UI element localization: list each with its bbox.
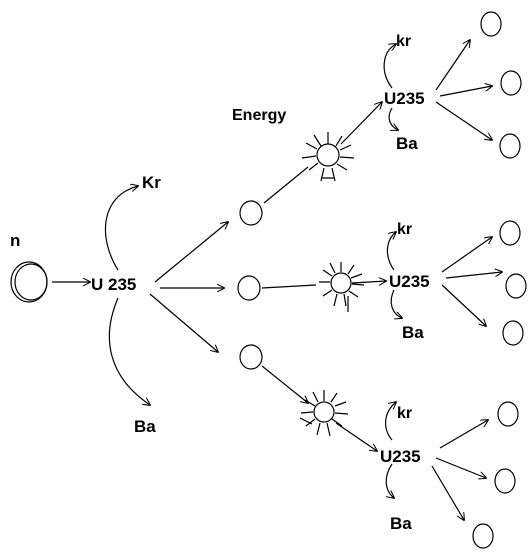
neutron-top-2: [500, 70, 522, 96]
ba-top-label: Ba: [396, 134, 418, 153]
burst-to-u235-bot: [335, 422, 377, 451]
neutron-mid-3: [502, 320, 524, 346]
u235-top-out-2: [439, 86, 492, 97]
u235-mid-out-3: [441, 284, 486, 326]
u235-top-label: U235: [384, 89, 425, 108]
ba-mid-arrow: [390, 289, 402, 318]
neutron-top-3: [499, 133, 521, 159]
u235-top-out-3: [435, 101, 492, 140]
kr-top-arrow: [383, 44, 396, 89]
neutron-label: n: [10, 231, 20, 250]
u235-bot-out-1: [439, 420, 488, 449]
neutron-gen2-bot: [239, 344, 263, 370]
neutron-circle: [10, 261, 48, 303]
u235-top-out-1: [435, 40, 470, 91]
kr-main-arrow: [104, 186, 138, 271]
neutron-to-burst-top: [263, 166, 309, 204]
u235-main-label: U 235: [91, 275, 136, 294]
ba-main-label: Ba: [134, 417, 156, 436]
neutron-bot-1: [497, 401, 519, 427]
u235-mid-label: U235: [389, 272, 430, 291]
neutron-gen2-top: [239, 200, 263, 226]
neutron-to-burst-bot: [261, 365, 308, 403]
energy-label: Energy: [232, 107, 286, 124]
energy-burst-mid: [319, 262, 365, 312]
u235-mid-out-1: [441, 237, 492, 273]
u235-bot-out-2: [435, 457, 486, 478]
ba-main-arrow: [108, 297, 150, 405]
burst-to-u235-top: [340, 102, 382, 145]
kr-top-label: kr: [396, 33, 411, 50]
neutron-bot-2: [494, 468, 516, 494]
kr-mid-label: kr: [397, 221, 412, 238]
kr-bot-arrow: [385, 402, 396, 441]
neutron-bot-3: [472, 523, 494, 549]
u235-mid-out-2: [445, 272, 502, 279]
energy-burst-bot: [299, 390, 349, 437]
kr-main-label: Kr: [142, 173, 161, 192]
neutron-arrow-1: [154, 222, 228, 283]
ba-mid-label: Ba: [402, 323, 424, 342]
neutron-gen2-mid: [237, 275, 261, 301]
ba-bot-arrow: [385, 463, 394, 498]
neutron-mid-1: [499, 220, 521, 246]
neutron-top-1: [480, 11, 502, 37]
u235-bot-out-3: [431, 465, 464, 520]
neutron-mid-2: [505, 273, 527, 299]
energy-burst-top: [301, 132, 355, 182]
neutron-arrow-3: [149, 293, 218, 352]
ba-bot-label: Ba: [390, 514, 412, 533]
neutron-to-burst-mid: [261, 284, 317, 289]
kr-mid-arrow: [386, 232, 396, 271]
ba-top-arrow: [388, 107, 398, 130]
burst-to-u235-mid: [351, 281, 386, 283]
kr-bot-label: kr: [397, 405, 412, 422]
u235-bot-label: U235: [380, 447, 421, 466]
